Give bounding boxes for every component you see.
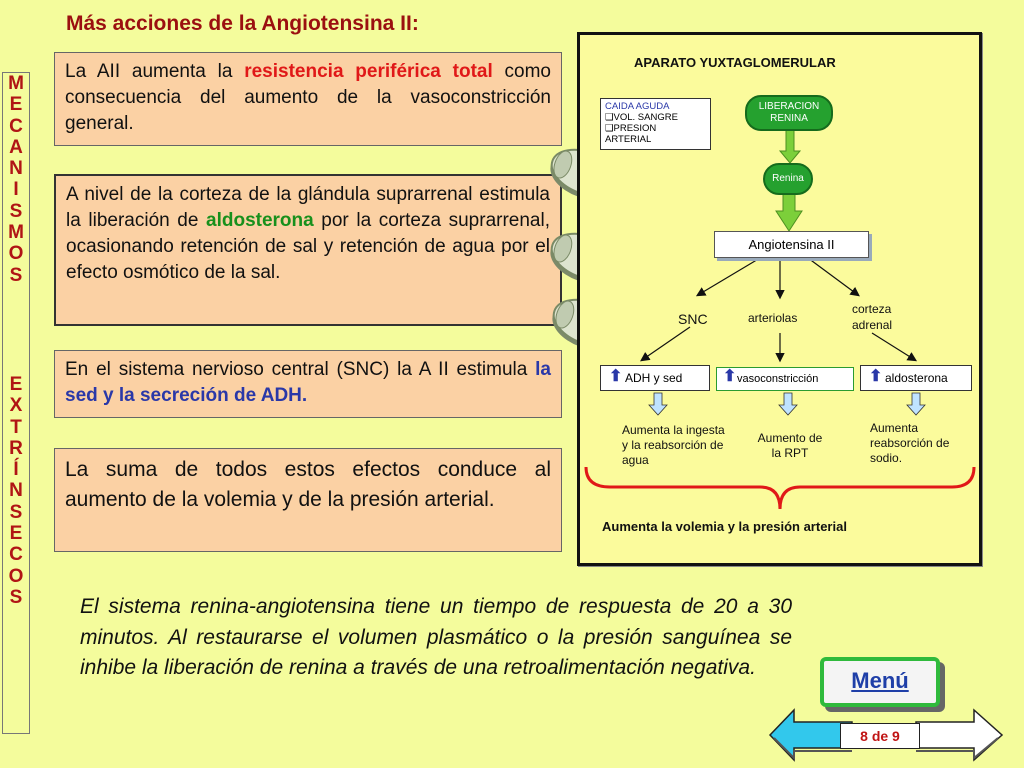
adh-label: ADH y sed — [625, 371, 683, 385]
info-box-aldosterona: A nivel de la corteza de la glándula sup… — [54, 174, 562, 326]
corteza-label: corteza adrenal — [852, 302, 893, 332]
up-arrow-icon: ⬆ — [869, 368, 883, 385]
vasoconstriccion-node: ⬆ vasoconstricción — [716, 367, 854, 391]
vertical-letter: A — [9, 136, 23, 158]
box-text: por la corteza suprarrenal, ocasionando … — [66, 210, 550, 283]
next-slide-arrow-icon[interactable] — [914, 706, 1006, 764]
caida-item: ❑VOL. SANGRE — [605, 112, 678, 123]
vertical-letter: N — [9, 480, 23, 502]
page-indicator: 8 de 9 — [840, 723, 920, 749]
vertical-letter: M — [8, 73, 24, 94]
angiotensina-node: Angiotensina II — [714, 231, 869, 258]
arrow-to-corteza — [807, 257, 860, 297]
arteriolas-label: arteriolas — [748, 311, 798, 325]
arrow-to-snc — [695, 257, 761, 297]
result-sodio: Aumenta reabsorción de sodio. — [870, 421, 950, 465]
vaso-label: vasoconstricción — [737, 373, 819, 385]
menu-button[interactable]: Menú — [820, 657, 940, 707]
diagram-aparato-yuxtaglomerular: APARATO YUXTAGLOMERULAR CAIDA AGUDA ❑VOL… — [577, 32, 982, 566]
highlight-text: resistencia periférica total — [244, 61, 493, 82]
vertical-letter: X — [9, 395, 23, 417]
snc-label: SNC — [678, 311, 708, 327]
info-box-snc: En el sistema nervioso central (SNC) la … — [54, 350, 562, 418]
aldosterona-node: ⬆ aldosterona — [860, 365, 972, 391]
up-arrow-icon: ⬆ — [609, 368, 623, 385]
vertical-letter: N — [9, 158, 23, 180]
vertical-letter: I — [13, 179, 19, 201]
up-arrow-icon: ⬆ — [723, 368, 737, 385]
arrow-to-adh — [640, 326, 691, 362]
box-text: A nivel de la corteza de la glándula sup… — [66, 184, 550, 231]
box-text: La AII aumenta la — [65, 61, 245, 82]
footer-paragraph: El sistema renina-angiotensina tiene un … — [80, 595, 792, 679]
box-text: La suma de todos estos efectos conduce a… — [65, 458, 551, 511]
vertical-letter: E — [9, 523, 23, 545]
red-brace — [584, 466, 976, 510]
highlight-text: la sed y la secreción de ADH. — [65, 359, 551, 406]
diagram-connectors — [584, 122, 976, 510]
diagram-title: APARATO YUXTAGLOMERULAR — [634, 55, 836, 70]
slide-title: Más acciones de la Angiotensina II: — [66, 12, 419, 35]
vertical-letter: S — [9, 586, 23, 608]
caida-item: ARTERIAL — [605, 134, 652, 145]
info-box-resistencia: La AII aumenta la resistencia periférica… — [54, 52, 562, 146]
vertical-letter: S — [9, 200, 23, 222]
vertical-letter: S — [9, 264, 23, 286]
vertical-section-label: M E C A N I S M O S E X T R Í N S E C O … — [2, 72, 30, 734]
caida-aguda-box: CAIDA AGUDA ❑VOL. SANGRE ❑PRESION ARTERI… — [600, 98, 711, 150]
renina-node: Renina — [763, 163, 813, 195]
vertical-letter: C — [9, 544, 23, 566]
vertical-letter: S — [9, 501, 23, 523]
caida-heading: CAIDA AGUDA — [605, 101, 670, 112]
highlight-text: aldosterona — [206, 210, 314, 231]
info-box-summary: La suma de todos estos efectos conduce a… — [54, 448, 562, 552]
aldo-label: aldosterona — [885, 371, 948, 385]
adh-node: ⬆ ADH y sed — [600, 365, 710, 391]
liberacion-renina-node: LIBERACION RENINA — [745, 95, 833, 131]
vertical-letter: O — [8, 243, 24, 265]
vertical-letter: T — [10, 416, 22, 438]
vertical-letter: O — [8, 565, 24, 587]
vertical-letter: M — [8, 222, 24, 244]
box-text: como consecuencia del aumento de la vaso… — [65, 61, 552, 134]
box-text: En el sistema nervioso central (SNC) la … — [65, 359, 536, 380]
caida-item: ❑PRESION — [605, 123, 657, 134]
arrow-to-aldo — [871, 332, 918, 362]
diagram-conclusion: Aumenta la volemia y la presión arterial — [602, 519, 847, 534]
vertical-letter: E — [9, 373, 23, 395]
result-rpt: Aumento de la RPT — [757, 431, 823, 460]
result-ingesta: Aumenta la ingesta y la reabsorción de a… — [622, 423, 725, 467]
vertical-letter: Í — [13, 459, 19, 481]
vertical-letter: E — [9, 94, 23, 116]
vertical-letter: R — [9, 437, 23, 459]
vertical-spacer — [3, 286, 29, 374]
vertical-letter: C — [9, 115, 23, 137]
